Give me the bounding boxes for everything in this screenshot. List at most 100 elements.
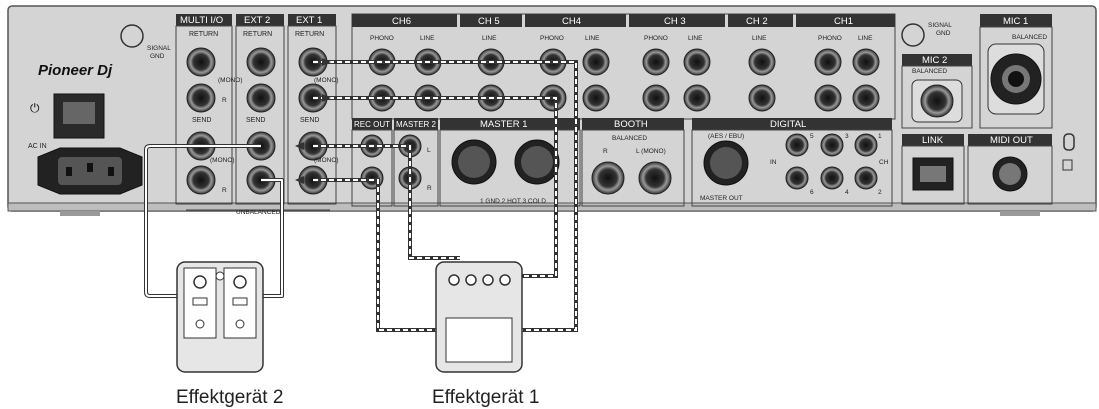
ac-in-label: AC IN [28, 143, 47, 150]
mic1-section: MIC 1 BALANCED [979, 14, 1053, 129]
ext1-return-label: RETURN [295, 31, 324, 38]
ext1-return-mono: (MONO) [314, 77, 339, 84]
ch3-line: LINE [688, 35, 703, 42]
foot-right [1000, 211, 1040, 216]
mic1-balanced: BALANCED [1012, 34, 1047, 41]
ch1-phono-r[interactable] [814, 84, 842, 112]
multi-return-label: RETURN [189, 31, 218, 38]
multi-return-l-jack[interactable] [186, 47, 216, 77]
digital-num-2: 2 [878, 189, 882, 196]
digital-section: DIGITAL (AES / EBU) MASTER OUT IN CH 5 3… [691, 118, 893, 207]
ext1-title: EXT 1 [296, 15, 322, 26]
ch2-title: CH 2 [746, 16, 768, 27]
digital-num-6: 6 [810, 189, 814, 196]
signal-gnd-left-1: SIGNAL [147, 45, 171, 52]
booth-l-jack[interactable] [638, 161, 672, 195]
ch4-line-l[interactable] [582, 48, 610, 76]
multi-return-mono: (MONO) [218, 77, 243, 84]
ext2-return-label: RETURN [243, 31, 272, 38]
link-section: LINK [901, 134, 965, 205]
multi-send-label: SEND [192, 117, 211, 124]
ch4-line-r[interactable] [582, 84, 610, 112]
power-switch[interactable] [53, 93, 105, 139]
booth-l-label: L (MONO) [636, 148, 666, 155]
ext2-return-r-jack[interactable] [246, 83, 276, 113]
ch3-section: CH 3 PHONO LINE [629, 14, 725, 112]
xlr-pin-legend: 1 GND 2 HOT 3 COLD [480, 198, 546, 205]
ch1-section: CH1 PHONO LINE [796, 14, 895, 112]
effect1-cables-dash [313, 61, 577, 331]
cable-arrows [295, 58, 331, 184]
digital-in-3[interactable] [820, 133, 844, 157]
ch4-line: LINE [585, 35, 600, 42]
signal-gnd-right-1: SIGNAL [928, 22, 952, 29]
digital-in-2[interactable] [854, 166, 878, 190]
signal-gnd-left-icon [120, 24, 144, 48]
ch2-section: CH 2 LINE [728, 14, 793, 112]
power-switch-rocker [63, 102, 95, 124]
booth-r-jack[interactable] [591, 161, 625, 195]
ch2-line-l[interactable] [748, 48, 776, 76]
ac-pin-l [66, 167, 72, 176]
multi-r-label-1: R [222, 97, 227, 104]
ch1-line-r[interactable] [852, 84, 880, 112]
multi-send-r-jack[interactable] [186, 165, 216, 195]
rec-out-title: REC OUT [354, 120, 390, 129]
ch5-line: LINE [482, 35, 497, 42]
ch3-line-r[interactable] [683, 84, 711, 112]
effect2-input-jack[interactable] [193, 275, 207, 289]
master2-r-label: R [427, 185, 432, 192]
link-title: LINK [922, 135, 944, 146]
ch2-line-r[interactable] [748, 84, 776, 112]
ch6-title: CH6 [392, 16, 411, 27]
digital-ch-label: CH [879, 159, 889, 166]
kensington-slot [1063, 133, 1075, 151]
ext2-return-l-jack[interactable] [246, 47, 276, 77]
multi-return-r-jack[interactable] [186, 83, 216, 113]
booth-balanced: BALANCED [612, 135, 647, 142]
ac-pin-c [87, 163, 93, 172]
mic2-section: MIC 2 BALANCED [901, 54, 973, 129]
ext2-title: EXT 2 [244, 15, 270, 26]
master-out-label: MASTER OUT [700, 195, 743, 202]
ch2-line: LINE [752, 35, 767, 42]
effect2-cables-inner [145, 145, 283, 297]
effect2-output-jack[interactable] [233, 275, 247, 289]
ch4-title: CH4 [562, 16, 581, 27]
ch1-phono: PHONO [818, 35, 842, 42]
power-icon: ⏻ [30, 101, 40, 115]
effect2-caption: Effektgerät 2 [176, 387, 283, 408]
ch1-line: LINE [858, 35, 873, 42]
master1-title: MASTER 1 [480, 119, 528, 130]
aes-ebu-label: (AES / EBU) [708, 133, 744, 140]
multi-r-label-2: R [222, 187, 227, 194]
digital-in-label: IN [770, 159, 777, 166]
ext1-send-mono: (MONO) [314, 157, 339, 164]
digital-num-4: 4 [845, 189, 849, 196]
master2-title: MASTER 2 [396, 120, 437, 129]
digital-in-1[interactable] [854, 133, 878, 157]
effect1-device [435, 261, 523, 373]
effect1-caption: Effektgerät 1 [432, 387, 539, 408]
mic2-jack[interactable] [920, 84, 954, 118]
digital-num-1: 1 [878, 133, 882, 140]
mic1-title: MIC 1 [1003, 16, 1028, 27]
digital-in-4[interactable] [820, 166, 844, 190]
ch3-phono-r[interactable] [642, 84, 670, 112]
multi-io-section: MULTI I/O RETURN (MONO) R SEND (MONO) R [175, 14, 243, 205]
ch5-title: CH 5 [478, 16, 500, 27]
master2-l-label: L [427, 147, 431, 154]
ch3-phono-l[interactable] [642, 48, 670, 76]
digital-in-6[interactable] [785, 166, 809, 190]
ch1-phono-l[interactable] [814, 48, 842, 76]
digital-title: DIGITAL [770, 119, 806, 130]
ch3-line-l[interactable] [683, 48, 711, 76]
ext1-send-label: SEND [300, 117, 319, 124]
ch1-line-l[interactable] [852, 48, 880, 76]
ch6-phono: PHONO [370, 35, 394, 42]
digital-in-5[interactable] [785, 133, 809, 157]
lock-icon [1062, 159, 1073, 171]
midi-out-title: MIDI OUT [990, 135, 1033, 146]
